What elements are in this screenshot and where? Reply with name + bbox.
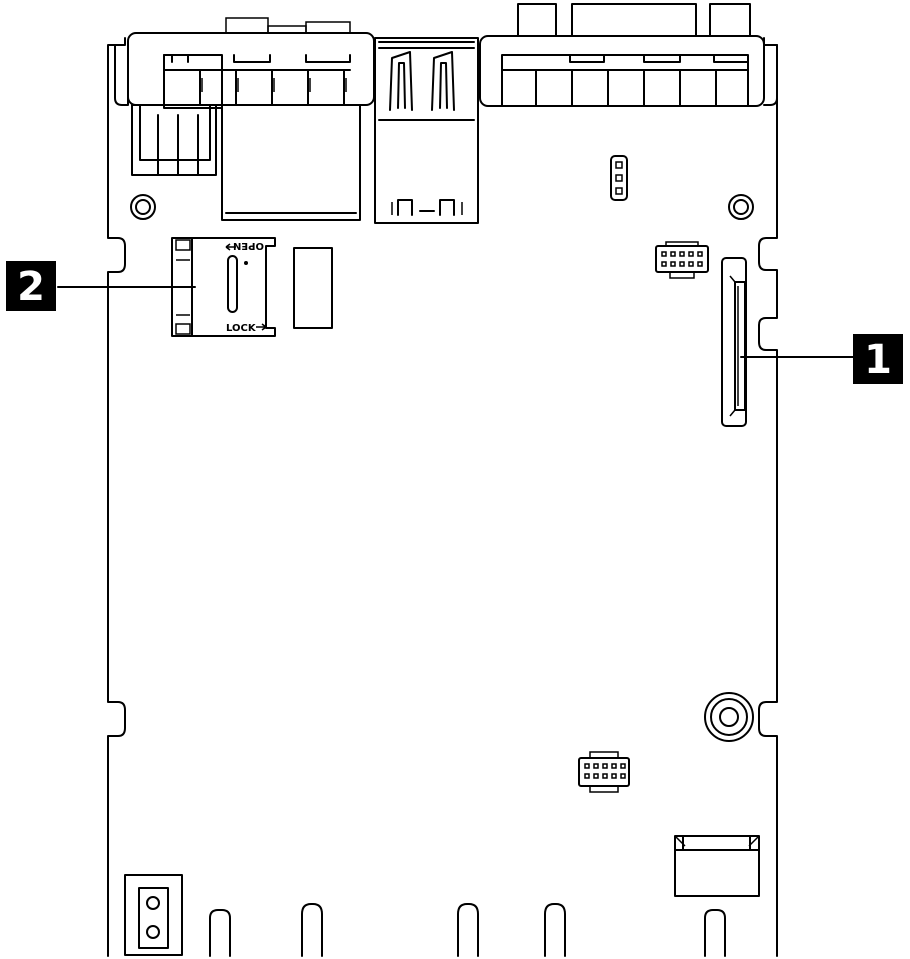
board-outline — [107, 37, 778, 957]
jumper-header — [610, 155, 628, 201]
card-slot: OPEN LOCK — [171, 237, 276, 337]
mounting-holes — [130, 194, 754, 742]
card-slot-lock-label: LOCK — [226, 323, 257, 334]
header-upper — [655, 241, 709, 279]
connector-bottom-left — [124, 874, 183, 956]
card-slot-open-label: OPEN — [233, 240, 264, 251]
header-lower — [578, 751, 630, 793]
connector-bottom-right — [674, 835, 760, 897]
bottom-notches — [209, 903, 726, 957]
callout-1: 1 — [853, 334, 903, 384]
callout-1-label: 1 — [864, 337, 892, 383]
small-component — [293, 247, 333, 329]
vertical-connector-slot — [721, 257, 747, 427]
usb-connector — [374, 37, 479, 224]
callout-2-label: 2 — [17, 264, 45, 310]
rear-connector-right — [479, 3, 778, 107]
callout-2: 2 — [6, 261, 56, 311]
rear-connector-left — [114, 17, 375, 221]
